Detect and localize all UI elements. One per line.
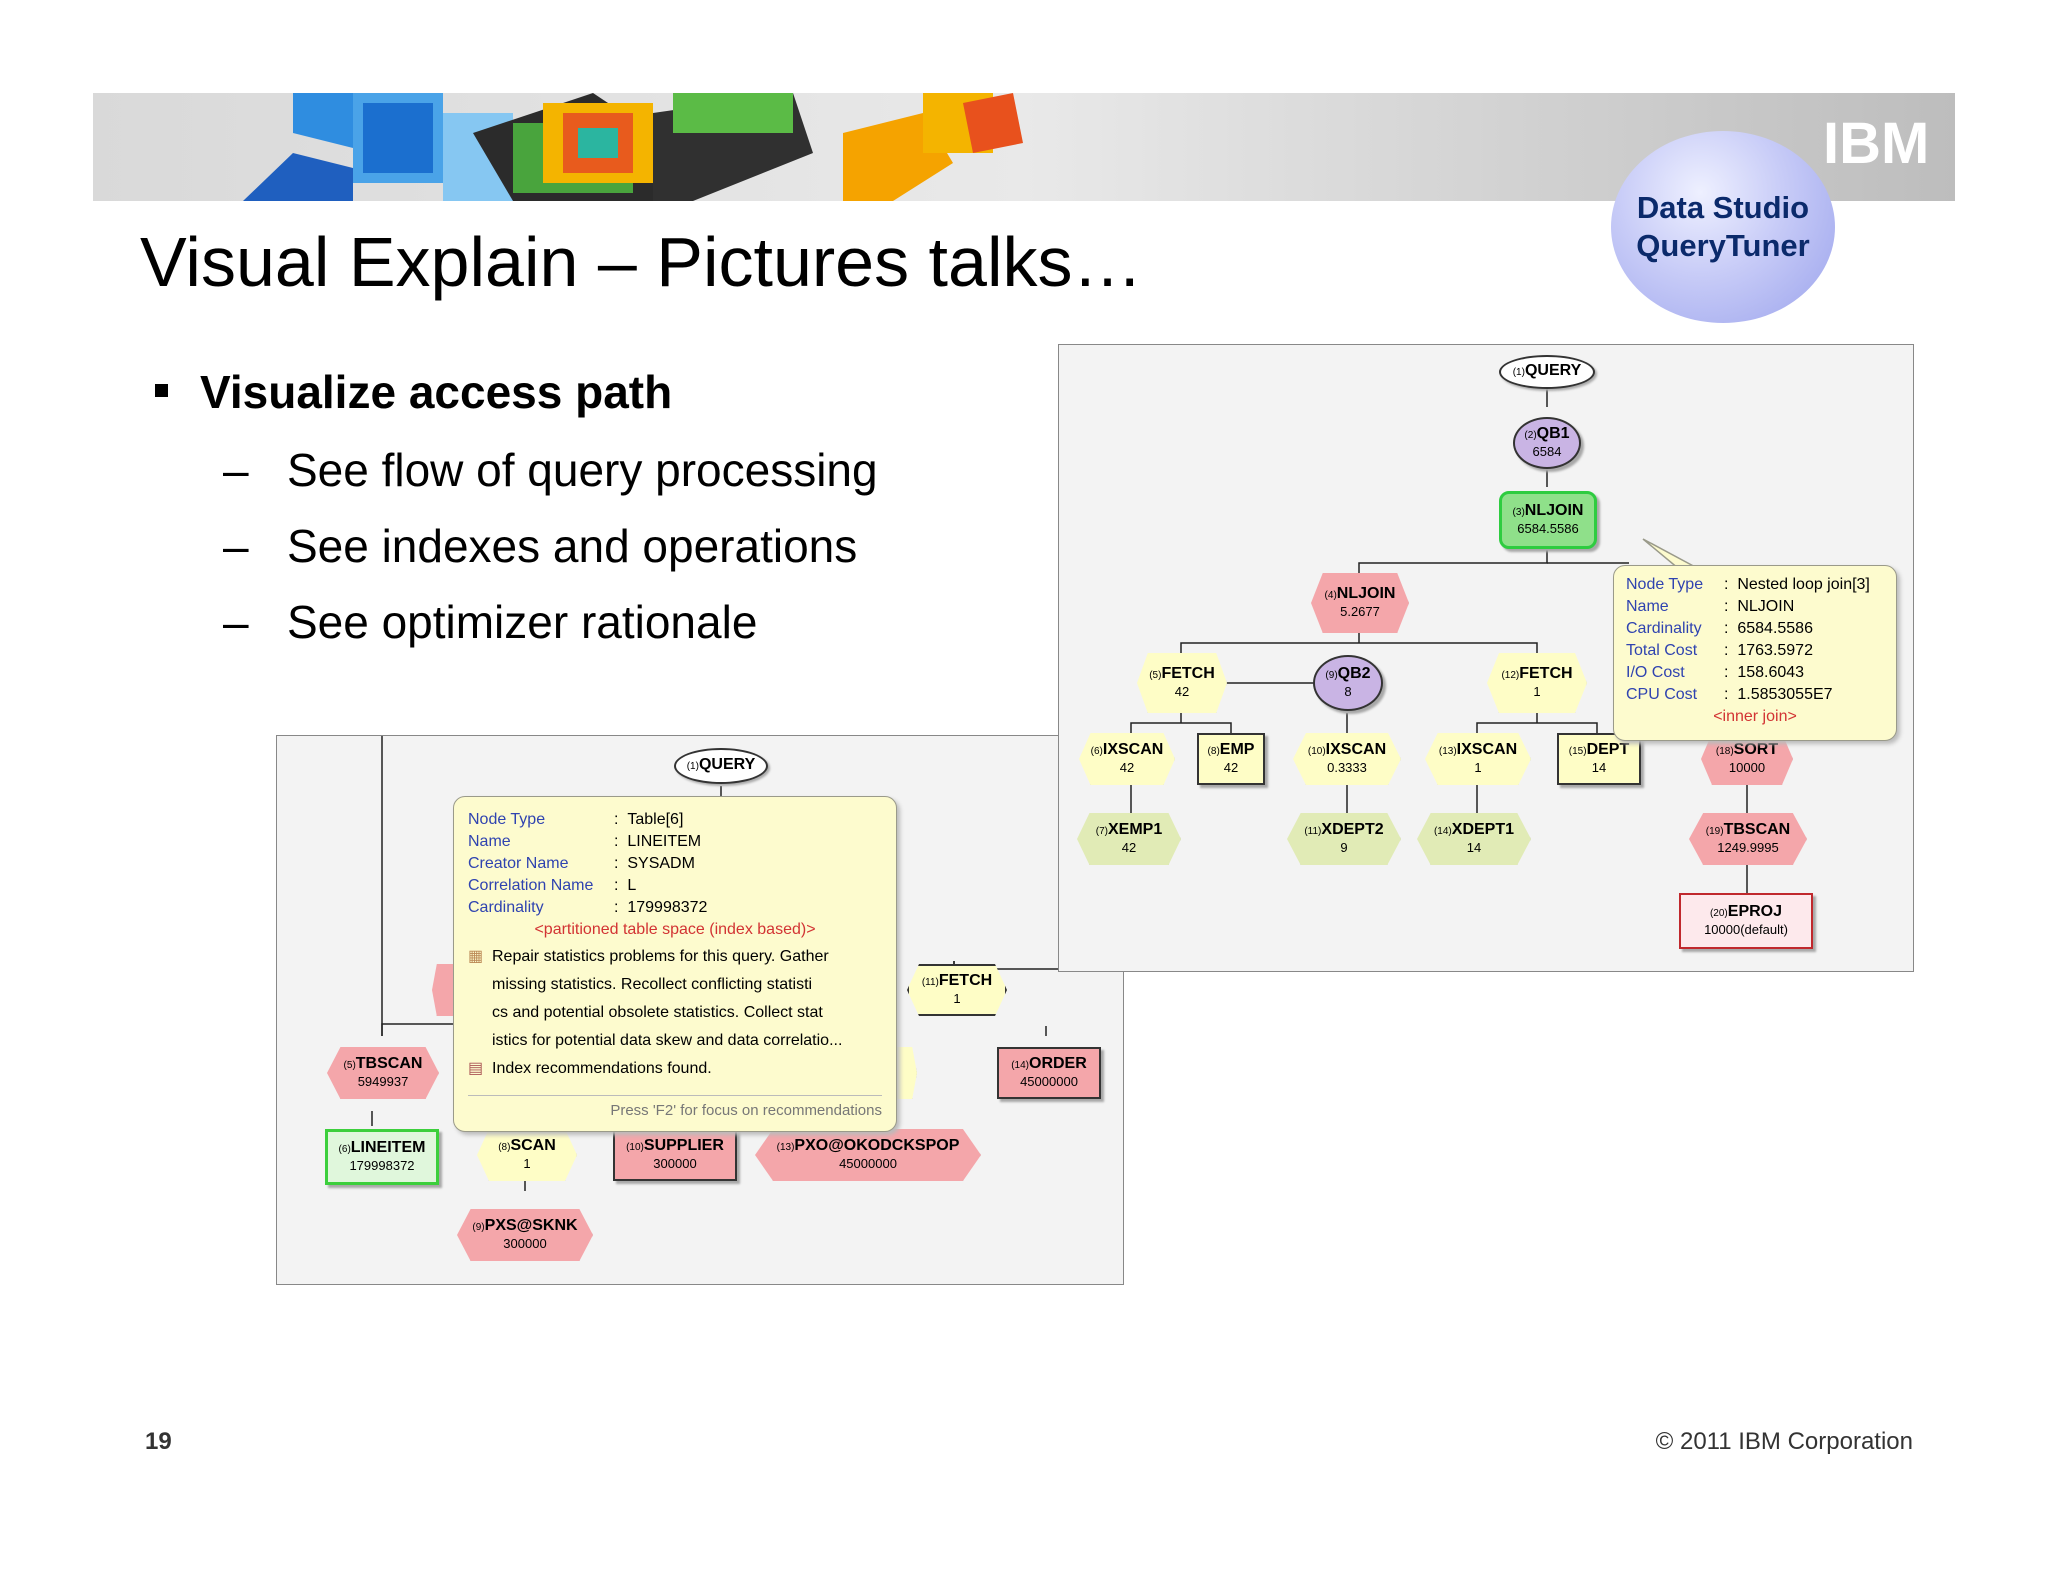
tooltip-row: Total Cost: 1763.5972 bbox=[1626, 642, 1813, 659]
tooltip-note: <inner join> bbox=[1713, 708, 1797, 725]
header-banner: IBM bbox=[93, 93, 1955, 201]
bullet-main: Visualize access path bbox=[155, 365, 672, 419]
page-number: 19 bbox=[145, 1428, 172, 1455]
left-node-pxo[interactable]: (13)PXO@OKODCKSPOP 45000000 bbox=[755, 1129, 981, 1181]
page-title: Visual Explain – Pictures talks… bbox=[140, 223, 1143, 301]
tooltip-row: Cardinality: 6584.5586 bbox=[1626, 620, 1813, 637]
tooltip-row: CPU Cost: 1.5853055E7 bbox=[1626, 686, 1833, 703]
tooltip-advice-line: cs and potential obsolete statistics. Co… bbox=[492, 1004, 823, 1021]
tooltip-row: Creator Name: SYSADM bbox=[468, 855, 695, 872]
sub-bullet: – See flow of query processing bbox=[223, 444, 878, 496]
sub-bullet-text: See optimizer rationale bbox=[286, 596, 758, 648]
right-access-path-panel: (1)QUERY (2)QB1 6584 (3)NLJOIN 6584.5586… bbox=[1058, 344, 1914, 972]
tooltip-row: Name: NLJOIN bbox=[1626, 598, 1795, 615]
index-icon: ▤ bbox=[468, 1060, 484, 1077]
sub-bullet-text: See indexes and operations bbox=[286, 520, 858, 572]
right-node-ixscan-13[interactable]: (13)IXSCAN 1 bbox=[1425, 733, 1531, 785]
ibm-logo: IBM bbox=[1823, 111, 1929, 176]
right-node-dept[interactable]: (15)DEPT 14 bbox=[1557, 733, 1641, 785]
left-node-scan[interactable]: (8)SCAN 1 bbox=[477, 1129, 577, 1181]
right-node-emp[interactable]: (8)EMP 42 bbox=[1197, 733, 1265, 785]
right-node-sort[interactable]: (18)SORT 10000 bbox=[1701, 733, 1793, 785]
badge-line-2: QueryTuner bbox=[1636, 228, 1810, 263]
tooltip-row: I/O Cost: 158.6043 bbox=[1626, 664, 1805, 681]
sub-bullet: – See optimizer rationale bbox=[223, 596, 758, 648]
tooltip-advice: ▦Repair statistics problems for this que… bbox=[468, 943, 882, 971]
left-node-fetch[interactable]: (11)FETCH 1 bbox=[907, 964, 1007, 1016]
square-bullet-icon bbox=[155, 384, 168, 398]
left-node-query[interactable]: (1)QUERY bbox=[674, 748, 768, 784]
right-node-query[interactable]: (1)QUERY bbox=[1499, 355, 1595, 389]
data-studio-badge: Data Studio QueryTuner bbox=[1611, 131, 1835, 323]
left-access-path-panel: (1)QUERY (11)FETCH 1 (5)TBSCAN 5949937 (… bbox=[276, 735, 1124, 1285]
right-node-qb2[interactable]: (9)QB2 8 bbox=[1313, 655, 1383, 711]
tooltip-row: Name: LINEITEM bbox=[468, 833, 702, 850]
sub-bullet: – See indexes and operations bbox=[223, 520, 858, 572]
tooltip-press-hint: Press 'F2' for focus on recommendations bbox=[468, 1095, 882, 1119]
right-node-xdept2[interactable]: (11)XDEPT2 9 bbox=[1287, 813, 1401, 865]
left-node-order[interactable]: (14)ORDER 45000000 bbox=[997, 1047, 1101, 1099]
tooltip-advice-line: missing statistics. Recollect conflictin… bbox=[492, 976, 813, 993]
left-node-supplier[interactable]: (10)SUPPLIER 300000 bbox=[613, 1129, 737, 1181]
tooltip-row: Correlation Name: L bbox=[468, 877, 637, 894]
right-node-fetch-5[interactable]: (5)FETCH 42 bbox=[1137, 653, 1227, 713]
right-node-xdept1[interactable]: (14)XDEPT1 14 bbox=[1417, 813, 1531, 865]
tooltip-note: <partitioned table space (index based)> bbox=[534, 921, 816, 938]
right-node-fetch-12[interactable]: (12)FETCH 1 bbox=[1487, 653, 1587, 713]
copyright: © 2011 IBM Corporation bbox=[1655, 1428, 1913, 1455]
left-node-pxs[interactable]: (9)PXS@SKNK 300000 bbox=[457, 1209, 593, 1261]
right-node-xemp1[interactable]: (7)XEMP1 42 bbox=[1077, 813, 1181, 865]
right-node-eproj[interactable]: (20)EPROJ 10000(default) bbox=[1679, 893, 1813, 949]
sub-bullet-text: See flow of query processing bbox=[286, 444, 878, 496]
badge-line-1: Data Studio bbox=[1636, 190, 1810, 225]
stats-icon: ▦ bbox=[468, 948, 484, 965]
tooltip-index-line: ▤Index recommendations found. bbox=[468, 1055, 882, 1083]
right-node-nljoin[interactable]: (4)NLJOIN 5.2677 bbox=[1311, 573, 1409, 633]
right-node-ixscan-6[interactable]: (6)IXSCAN 42 bbox=[1079, 733, 1175, 785]
right-node-tbscan[interactable]: (19)TBSCAN 1249.9995 bbox=[1689, 813, 1807, 865]
tooltip-row: Cardinality: 179998372 bbox=[468, 899, 708, 916]
tooltip-row: Node Type: Nested loop join[3] bbox=[1626, 576, 1870, 593]
bullet-main-text: Visualize access path bbox=[200, 366, 673, 418]
right-node-ixscan-10[interactable]: (10)IXSCAN 0.3333 bbox=[1293, 733, 1401, 785]
right-node-nljoin-selected[interactable]: (3)NLJOIN 6584.5586 bbox=[1499, 491, 1597, 549]
left-node-tbscan[interactable]: (5)TBSCAN 5949937 bbox=[327, 1047, 439, 1099]
left-node-lineitem[interactable]: (6)LINEITEM 179998372 bbox=[325, 1129, 439, 1185]
tooltip-row: Node Type: Table[6] bbox=[468, 811, 684, 828]
right-tooltip: Node Type: Nested loop join[3] Name: NLJ… bbox=[1613, 565, 1897, 741]
banner-graphic: IBM bbox=[93, 93, 1955, 201]
tooltip-advice-line: istics for potential data skew and data … bbox=[492, 1032, 843, 1049]
right-node-qb1[interactable]: (2)QB1 6584 bbox=[1513, 417, 1581, 469]
left-tooltip: Node Type: Table[6] Name: LINEITEM Creat… bbox=[453, 796, 897, 1132]
